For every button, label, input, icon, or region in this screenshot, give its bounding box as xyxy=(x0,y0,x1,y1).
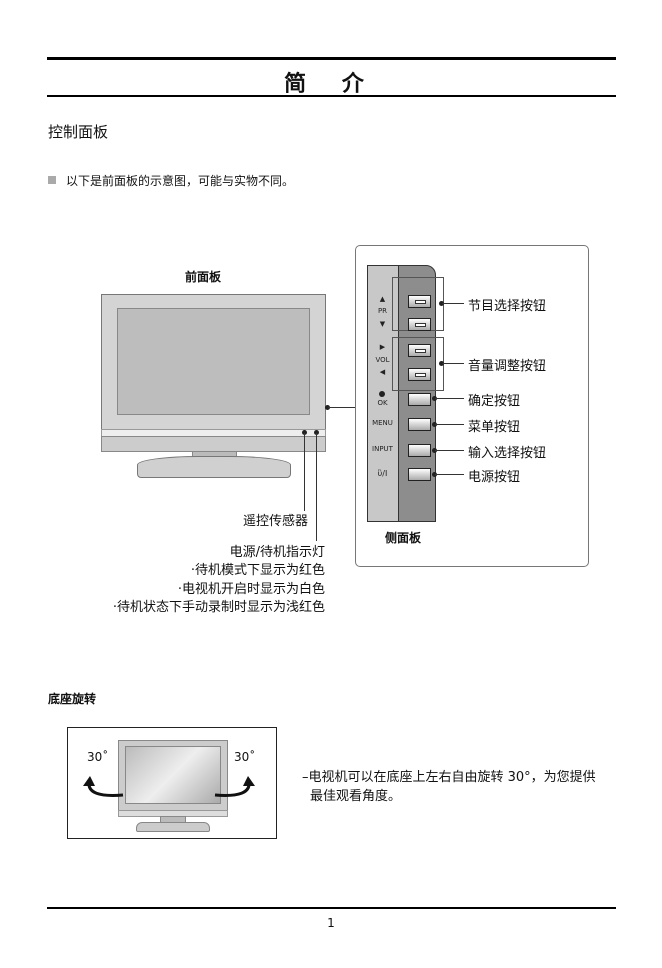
rotation-arrows-icon xyxy=(83,776,255,797)
pr-down-button[interactable] xyxy=(408,318,431,331)
input-marking: INPUT xyxy=(372,445,393,453)
front-panel-label: 前面板 xyxy=(185,270,222,284)
right-arrow-icon: ▶ xyxy=(379,343,386,351)
indicator-note: ·待机状态下手动录制时显示为浅红色 xyxy=(112,600,325,615)
indicator-label: 电源/待机指示灯 xyxy=(229,545,325,560)
down-arrow-icon: ▼ xyxy=(379,320,386,328)
vol-marking: VOL xyxy=(375,356,390,364)
swivel-desc: –电视机可以在底座上左右自由旋转 30°，为您提供 xyxy=(302,770,596,785)
menu-button[interactable] xyxy=(408,418,431,431)
indicator-note: ·待机模式下显示为红色 xyxy=(190,563,325,578)
power-button[interactable] xyxy=(408,468,431,481)
ok-marking: OK xyxy=(377,399,388,407)
page-title: 简 介 xyxy=(284,72,378,97)
callout-program-select: 节目选择按钮 xyxy=(468,299,547,314)
callout-input: 输入选择按钮 xyxy=(468,446,547,461)
remote-sensor-label: 遥控传感器 xyxy=(242,514,308,529)
callout-ok: 确定按钮 xyxy=(468,394,521,409)
swivel-illustration-box xyxy=(67,727,277,839)
input-button[interactable] xyxy=(408,444,431,457)
section-heading-control-panel: 控制面板 xyxy=(48,123,109,141)
top-rule xyxy=(47,57,616,60)
indicator-note: ·电视机开启时显示为白色 xyxy=(177,582,325,597)
title-rule xyxy=(47,95,616,97)
angle-left: 30˚ xyxy=(87,750,109,764)
menu-marking: MENU xyxy=(372,419,393,427)
angle-right: 30˚ xyxy=(234,750,256,764)
page-number: 1 xyxy=(327,916,335,930)
power-icon: ὒ/I xyxy=(377,469,388,478)
left-arrow-icon: ◀ xyxy=(379,368,386,376)
vol-down-button[interactable] xyxy=(408,368,431,381)
note-text: 以下是前面板的示意图，可能与实物不同。 xyxy=(66,174,295,188)
pr-marking: PR xyxy=(377,307,388,315)
callout-power: 电源按钮 xyxy=(468,470,521,485)
bullet-square-icon xyxy=(48,176,56,184)
side-panel-label: 侧面板 xyxy=(385,531,422,545)
footer-rule xyxy=(47,907,616,909)
side-panel-box xyxy=(355,245,589,567)
callout-menu: 菜单按钮 xyxy=(468,420,521,435)
up-arrow-icon: ▲ xyxy=(379,295,386,303)
callout-volume: 音量调整按钮 xyxy=(468,359,547,374)
section-heading-swivel: 底座旋转 xyxy=(48,692,97,706)
ok-button[interactable] xyxy=(408,393,431,406)
vol-up-button[interactable] xyxy=(408,344,431,357)
pr-up-button[interactable] xyxy=(408,295,431,308)
ok-dot-icon xyxy=(379,391,385,397)
swivel-desc: 最佳观看角度。 xyxy=(310,789,402,804)
